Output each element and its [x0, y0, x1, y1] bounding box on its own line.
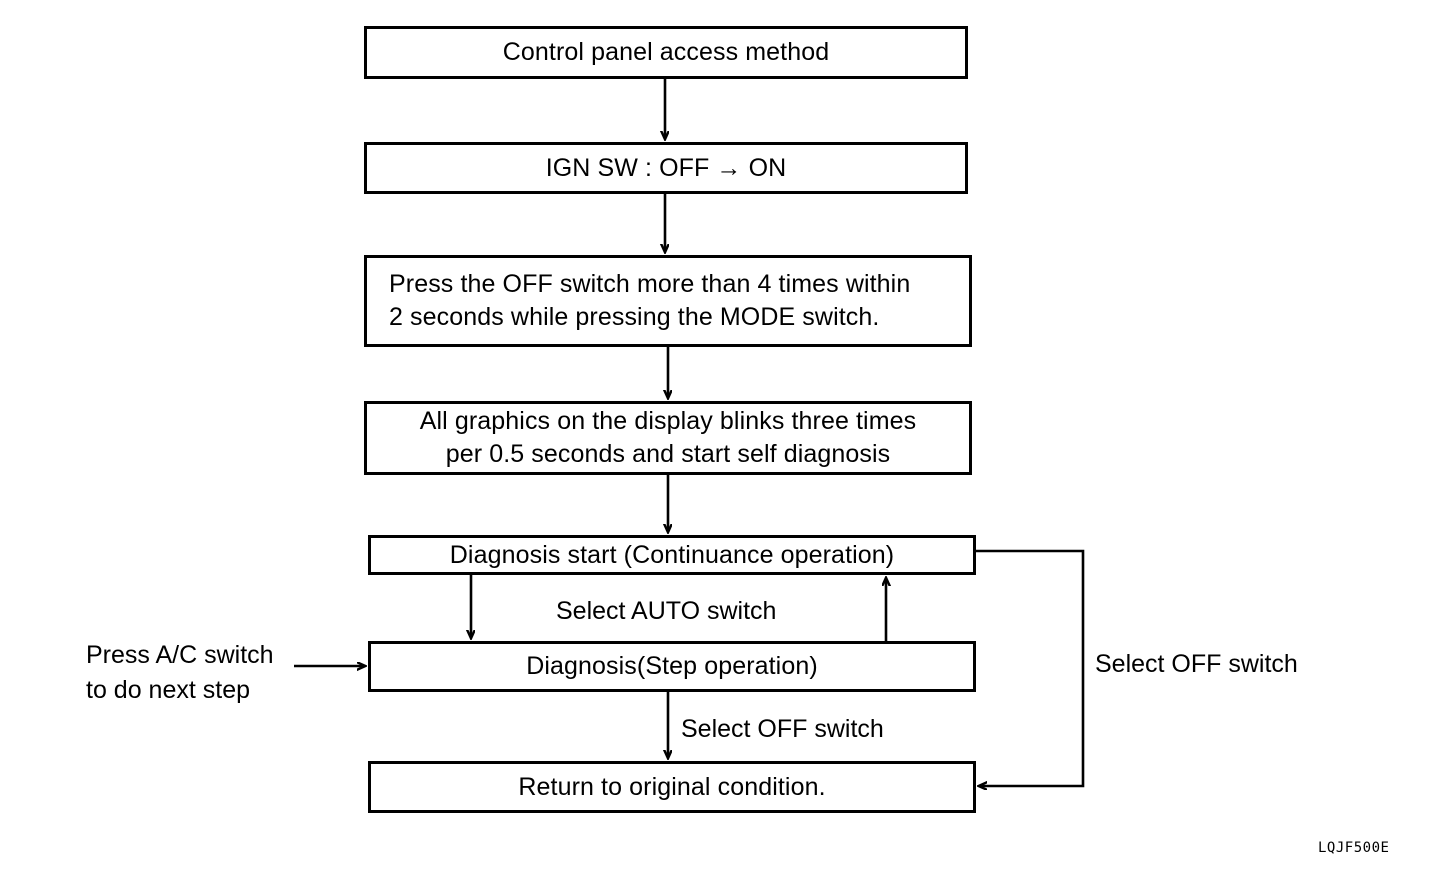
edge-label-select-off-switch-right: Select OFF switch [1095, 650, 1298, 678]
node-control-panel-access-method: Control panel access method [364, 26, 968, 79]
node-all-graphics-blink: All graphics on the display blinks three… [364, 401, 972, 475]
node-press-off-switch: Press the OFF switch more than 4 times w… [364, 255, 972, 347]
connector-n5-n7-loop [976, 549, 1085, 786]
figure-reference-code: LQJF500E [1318, 840, 1390, 856]
edge-label-select-off-switch-middle: Select OFF switch [681, 715, 884, 743]
node-diagnosis-step-operation: Diagnosis(Step operation) [368, 641, 976, 692]
node-ign-sw-off-on: IGN SW : OFF → ON [364, 142, 968, 194]
node-diagnosis-start: Diagnosis start (Continuance operation) [368, 535, 976, 575]
side-note-press-ac-switch: Press A/C switch to do next step [86, 641, 274, 704]
node-return-to-original-condition: Return to original condition. [368, 761, 976, 813]
edge-label-select-auto-switch: Select AUTO switch [556, 597, 777, 625]
